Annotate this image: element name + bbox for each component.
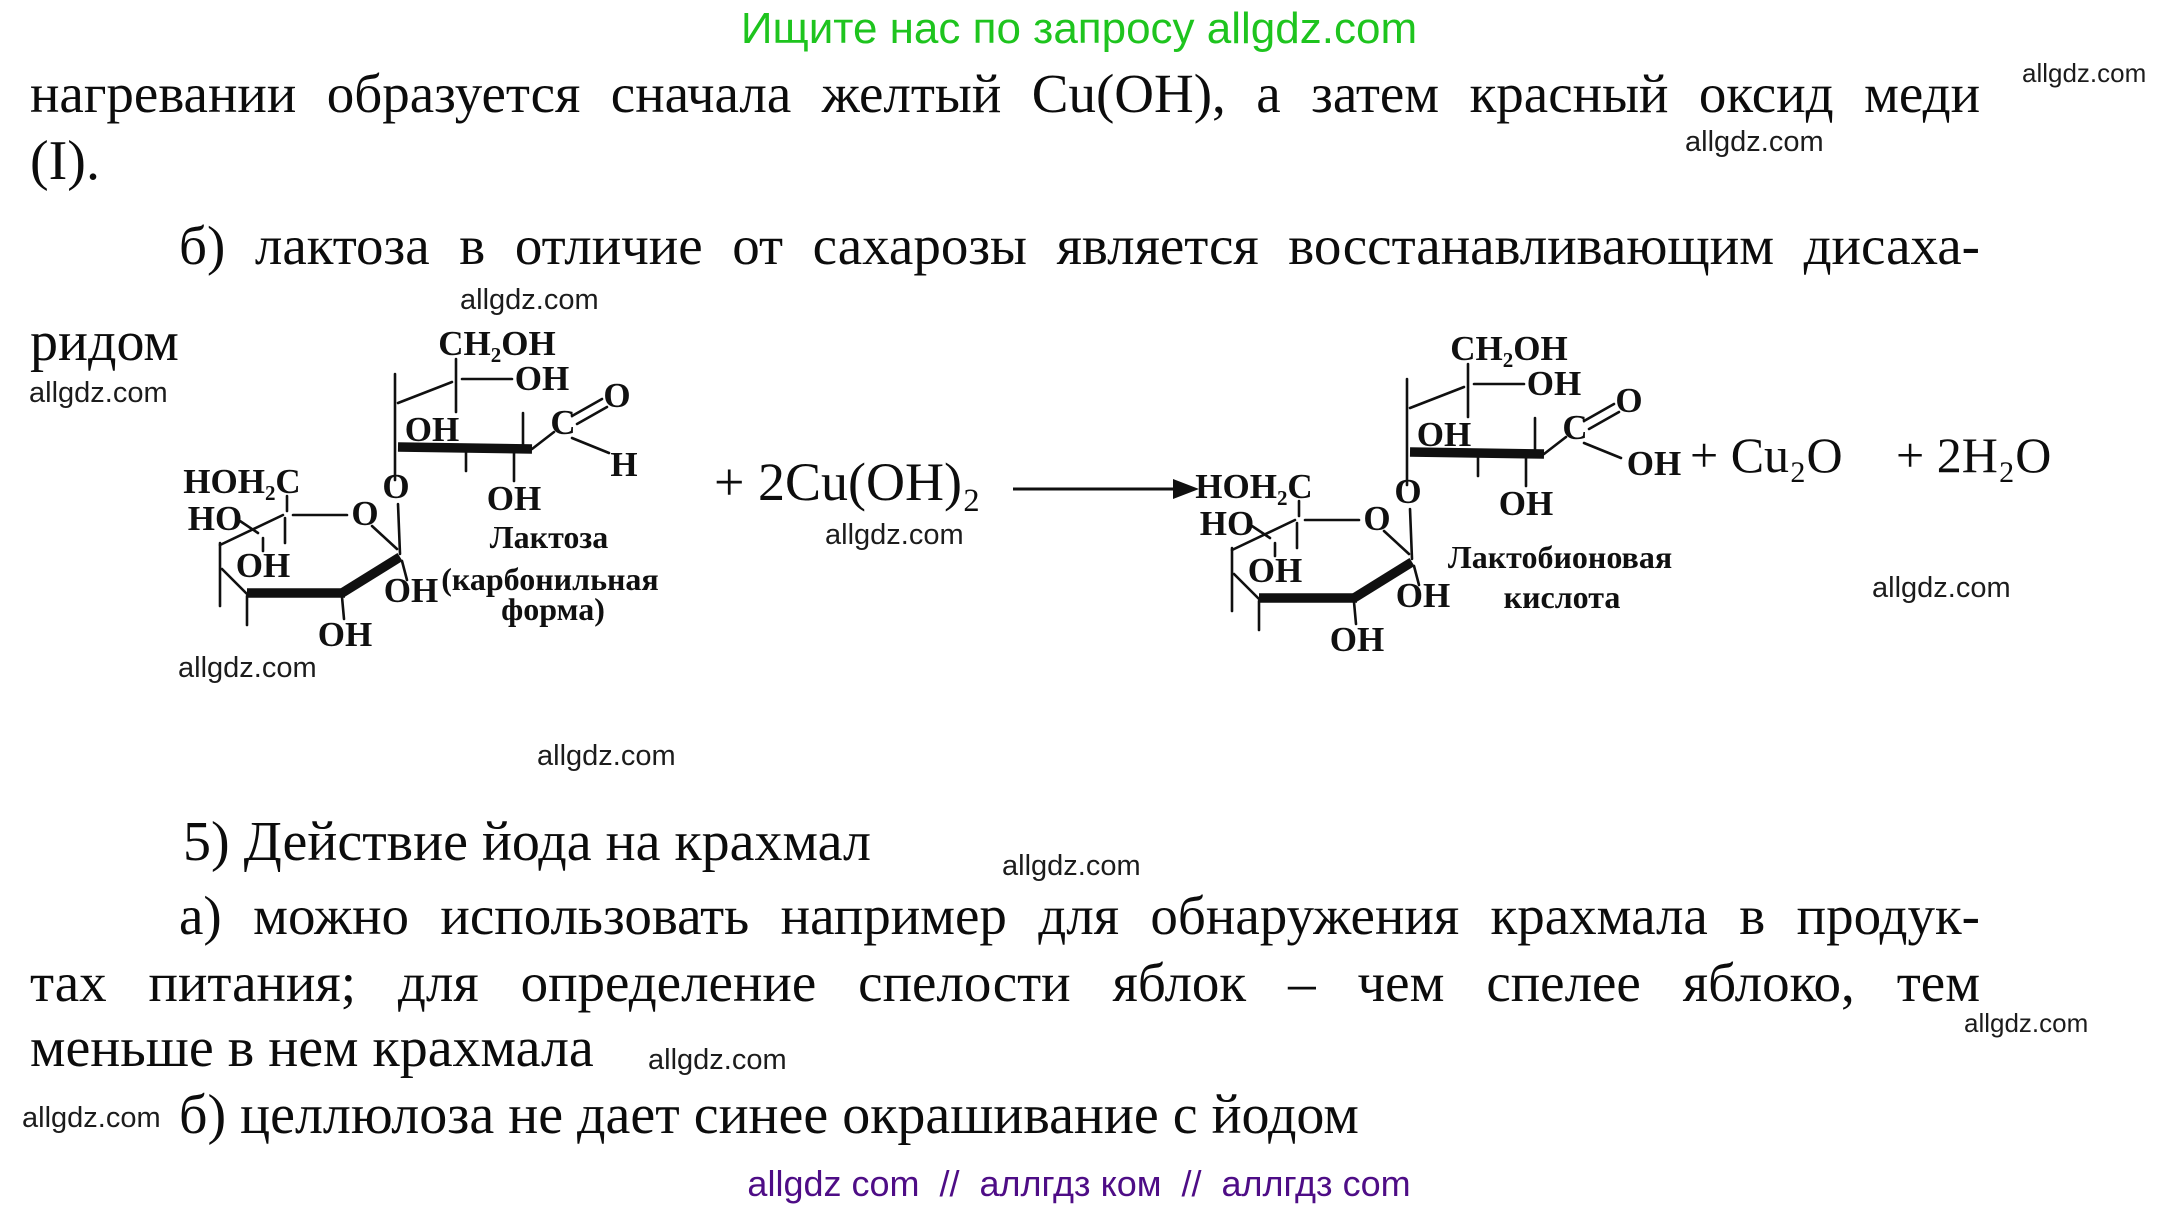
ho-label: HO bbox=[188, 499, 242, 538]
h-label: H bbox=[610, 445, 637, 484]
watermark-allgdz: allgdz.com bbox=[648, 1044, 787, 1076]
footer-site-names: allgdz com // аллгдз ком // аллгдз com bbox=[747, 1163, 1411, 1204]
atom-labels: CH₂OH OH O C OH OH OH O HOH₂C HO O OH OH… bbox=[1195, 329, 1681, 659]
ch2oh-label: CH₂OH bbox=[1450, 329, 1567, 368]
heading-item-5: 5) Действие йода на крахмал bbox=[183, 811, 871, 873]
svg-text:кислота: кислота bbox=[1504, 579, 1621, 615]
svg-text:Лактоза: Лактоза bbox=[490, 519, 608, 555]
watermark-allgdz: allgdz.com bbox=[29, 377, 168, 409]
watermark-allgdz: allgdz.com bbox=[2022, 58, 2147, 88]
arrowhead-icon bbox=[1173, 479, 1199, 499]
oh-label: OH bbox=[405, 410, 459, 449]
o-label: O bbox=[351, 494, 378, 533]
bond-lines bbox=[218, 357, 611, 627]
oh-label: OH bbox=[1527, 364, 1581, 403]
oh-label: OH bbox=[236, 546, 290, 585]
paragraph-line-6: а) можно использовать например для обнар… bbox=[179, 885, 1980, 946]
oh-label: OH bbox=[1499, 484, 1553, 523]
c-label: C bbox=[1562, 408, 1587, 447]
hoh2c-label: HOH₂C bbox=[183, 462, 300, 501]
watermark-allgdz: allgdz.com bbox=[22, 1102, 161, 1134]
oh-label: OH bbox=[318, 615, 372, 654]
paragraph-line-8: меньше в нем крахмала bbox=[30, 1017, 594, 1079]
hoh2c-label: HOH₂C bbox=[1195, 467, 1312, 506]
reagent-formula: + 2Cu(OH)₂ bbox=[714, 452, 981, 512]
paragraph-line-2: (I). bbox=[30, 130, 100, 192]
o-label: O bbox=[1394, 472, 1421, 511]
product-formula-cu2o: + Cu₂O bbox=[1690, 427, 1843, 483]
paragraph-line-7: тах питания; для определение спелости яб… bbox=[30, 952, 1980, 1013]
oh-label: OH bbox=[384, 571, 438, 610]
watermark-allgdz: allgdz.com bbox=[1685, 126, 1824, 158]
watermark-allgdz: allgdz.com bbox=[178, 652, 317, 684]
c-label: C bbox=[550, 403, 575, 442]
oh-label: OH bbox=[487, 479, 541, 518]
oh-label: OH bbox=[1627, 444, 1681, 483]
green-search-header: Ищите нас по запросу allgdz.com bbox=[740, 4, 1418, 53]
watermark-allgdz: allgdz.com bbox=[460, 284, 599, 316]
ho-label: HO bbox=[1200, 504, 1254, 543]
lactose-structure-diagram: CH₂OH OH O C H OH OH O HOH₂C HO O OH OH … bbox=[183, 324, 658, 654]
reaction-arrow bbox=[1013, 479, 1199, 499]
lactobionic-caption: Лактобионовая кислота bbox=[1448, 539, 1672, 615]
oh-label: OH bbox=[515, 359, 569, 398]
o-label: O bbox=[1363, 499, 1390, 538]
o-label: O bbox=[603, 376, 630, 415]
svg-text:Лактобионовая: Лактобионовая bbox=[1448, 539, 1672, 575]
product-formula-h2o: + 2H₂O bbox=[1896, 427, 2052, 483]
lactobionic-acid-structure-diagram: CH₂OH OH O C OH OH OH O HOH₂C HO O OH OH… bbox=[1195, 329, 1681, 659]
svg-text:(карбонильная: (карбонильная bbox=[441, 561, 658, 597]
paragraph-line-1: нагревании образуется сначала желтый Cu(… bbox=[30, 63, 1980, 124]
ch2oh-label: CH₂OH bbox=[438, 324, 555, 363]
oh-label: OH bbox=[1330, 620, 1384, 659]
lactose-caption: Лактоза (карбонильная форма) bbox=[441, 519, 658, 627]
o-label: O bbox=[382, 467, 409, 506]
paragraph-line-3: б) лактоза в отличие от сахарозы являетс… bbox=[179, 215, 1980, 276]
watermark-allgdz: allgdz.com bbox=[1964, 1008, 2089, 1038]
o-label: O bbox=[1615, 381, 1642, 420]
watermark-allgdz: allgdz.com bbox=[537, 740, 676, 772]
oh-label: OH bbox=[1396, 576, 1450, 615]
watermark-allgdz: allgdz.com bbox=[825, 519, 964, 551]
atom-labels: CH₂OH OH O C H OH OH O HOH₂C HO O OH OH … bbox=[183, 324, 637, 654]
watermark-allgdz: allgdz.com bbox=[1872, 572, 2011, 604]
bond-lines bbox=[1230, 362, 1623, 632]
oh-label: OH bbox=[1248, 551, 1302, 590]
svg-text:форма): форма) bbox=[501, 591, 605, 627]
paragraph-line-9: б) целлюлоза не дает синее окрашивание с… bbox=[179, 1084, 1359, 1146]
watermark-allgdz: allgdz.com bbox=[1002, 850, 1141, 882]
oh-label: OH bbox=[1417, 415, 1471, 454]
paragraph-line-4: ридом bbox=[30, 311, 179, 373]
